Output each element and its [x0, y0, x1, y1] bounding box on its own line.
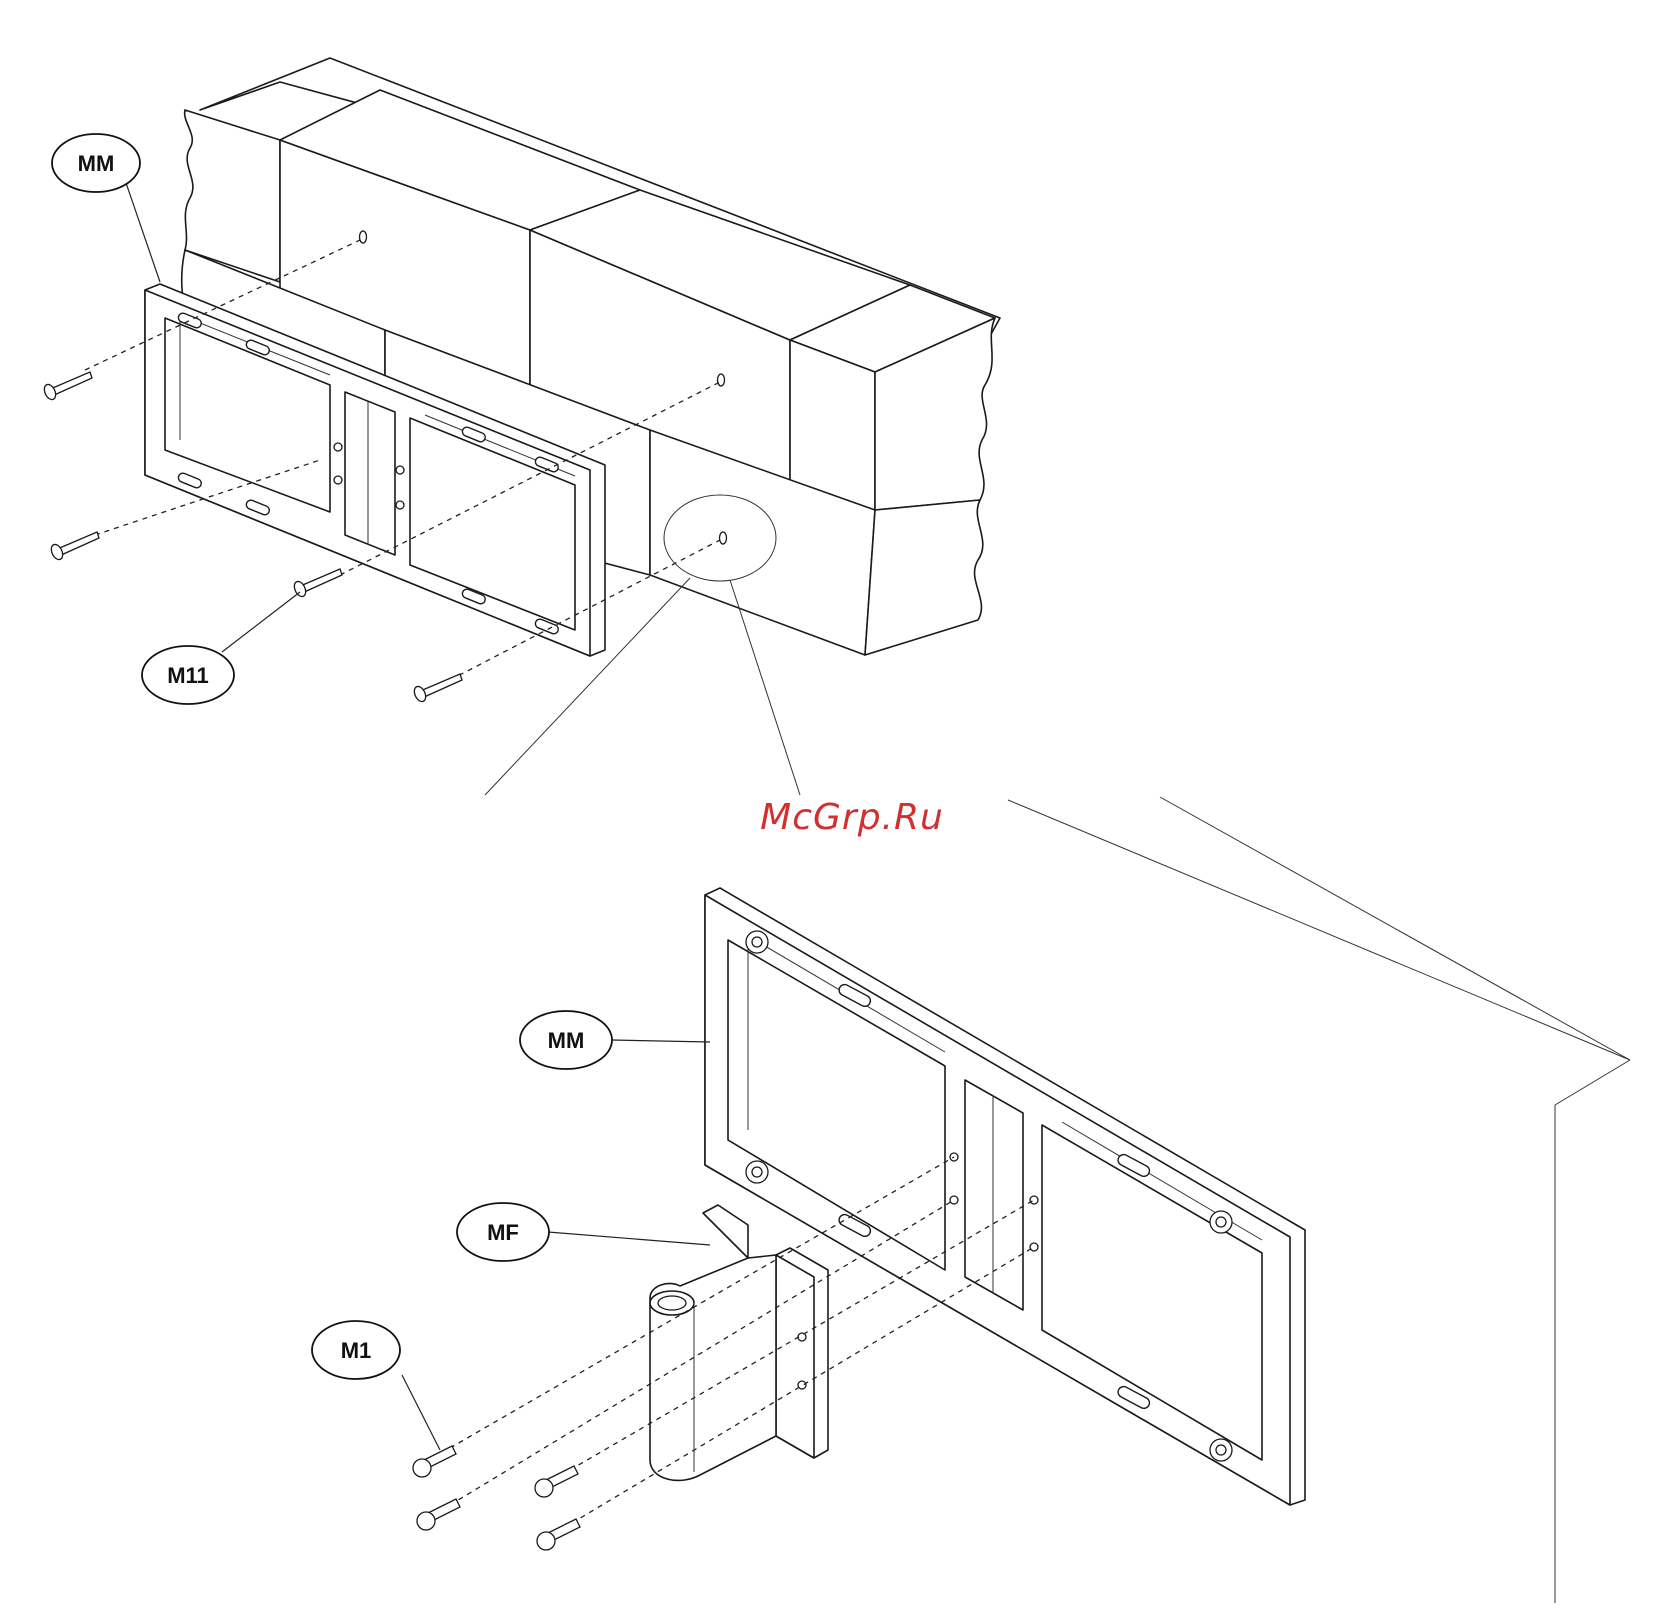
svg-text:MM: MM	[78, 151, 115, 176]
label-top-m11: M11	[142, 592, 300, 704]
watermark-text: McGrp.Ru	[760, 797, 944, 838]
label-bottom-mm: MM	[520, 1011, 710, 1069]
label-bottom-m1: M1	[312, 1321, 440, 1450]
svg-text:M11: M11	[167, 663, 209, 688]
mf-bracket	[650, 1205, 828, 1480]
svg-text:M1: M1	[341, 1338, 372, 1363]
svg-text:MM: MM	[548, 1028, 585, 1053]
label-bottom-mf: MF	[457, 1203, 710, 1261]
svg-text:MF: MF	[487, 1220, 519, 1245]
label-top-mm: MM	[52, 134, 160, 282]
